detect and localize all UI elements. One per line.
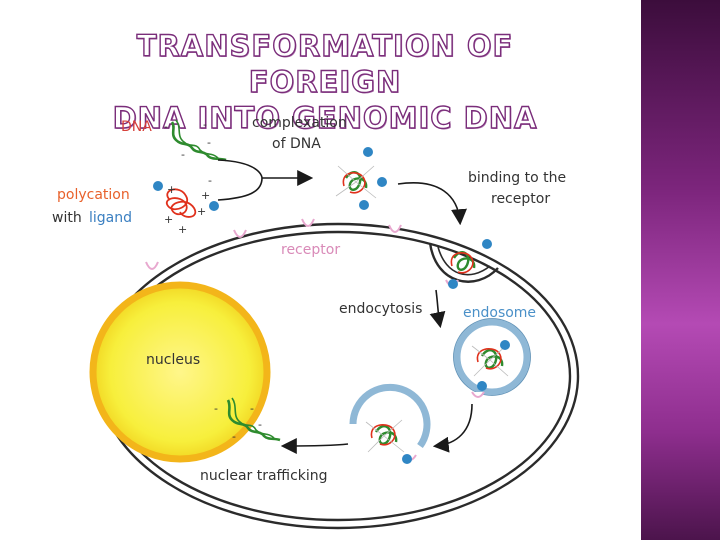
label-polycation: polycation	[57, 187, 130, 203]
gene-delivery-diagram: - - - - + + + + + - - - - - DNA complexa…	[52, 115, 580, 530]
title-line-1: TRANSFORMATION OF FOREIGN	[136, 28, 514, 99]
released-complex	[365, 419, 405, 453]
label-endocytosis: endocytosis	[339, 301, 422, 317]
label-binding: binding to the	[468, 170, 566, 186]
ligand-dot	[402, 454, 412, 464]
receptor-bump	[301, 218, 315, 227]
label-ligand: ligand	[89, 210, 132, 226]
dna-complex	[335, 165, 377, 199]
arrow-release	[432, 403, 473, 453]
charge-minus: -	[258, 418, 262, 431]
arrow-binding	[397, 182, 467, 226]
label-nucleus: nucleus	[146, 352, 200, 368]
arrow-endocytosis	[429, 289, 446, 329]
ligand-dot	[359, 200, 369, 210]
ligand-dot	[500, 340, 510, 350]
charge-plus: +	[178, 223, 187, 236]
title-line-2: DNA INTO GENOMIC DNA	[112, 100, 538, 135]
charge-plus: +	[167, 183, 176, 196]
ligand-dot	[153, 181, 163, 191]
receptor-bump	[145, 261, 159, 270]
receptor-bump	[233, 229, 247, 238]
bound-complex	[450, 251, 476, 274]
label-dna: DNA	[121, 119, 152, 135]
label-nuclear-trafficking: nuclear trafficking	[200, 468, 328, 484]
charge-minus: -	[181, 148, 185, 161]
charge-minus: -	[208, 174, 212, 187]
label-complexation: complexation	[252, 115, 347, 131]
pathway-arrows	[217, 159, 473, 454]
polycation-coil	[165, 188, 197, 218]
receptor-bump	[471, 391, 485, 398]
charge-minus: -	[232, 430, 236, 443]
endosome-complex	[471, 343, 509, 377]
ligand-dot	[377, 177, 387, 187]
ligand-dot	[482, 239, 492, 249]
charge-minus: -	[203, 118, 207, 131]
ligand-dot	[477, 381, 487, 391]
ligand-dot	[363, 147, 373, 157]
receptor-bump	[388, 224, 402, 233]
charge-minus: -	[207, 136, 211, 149]
sidebar-divider	[638, 0, 641, 540]
dna-helix-nuclear	[226, 397, 281, 442]
label-receptor: receptor	[281, 242, 340, 258]
label-binding-2: receptor	[491, 191, 550, 207]
charge-minus: -	[164, 120, 168, 133]
charge-plus: +	[197, 205, 206, 218]
charge-minus: -	[250, 402, 254, 415]
slide-title: TRANSFORMATION OF FOREIGN DNA INTO GENOM…	[60, 28, 590, 136]
charge-plus: +	[164, 213, 173, 226]
charge-plus: +	[201, 189, 210, 202]
decorative-sidebar	[641, 0, 720, 540]
dna-helix	[170, 119, 227, 162]
ligand-dot	[448, 279, 458, 289]
label-endosome: endosome	[463, 305, 536, 321]
nucleus	[89, 281, 271, 463]
arrow-complexation	[217, 159, 263, 201]
ligand-dot	[209, 201, 219, 211]
label-complexation-2: of DNA	[272, 136, 321, 152]
arrow-nuclear-trafficking	[280, 437, 349, 454]
charge-minus: -	[214, 402, 218, 415]
label-with: with	[52, 210, 82, 226]
